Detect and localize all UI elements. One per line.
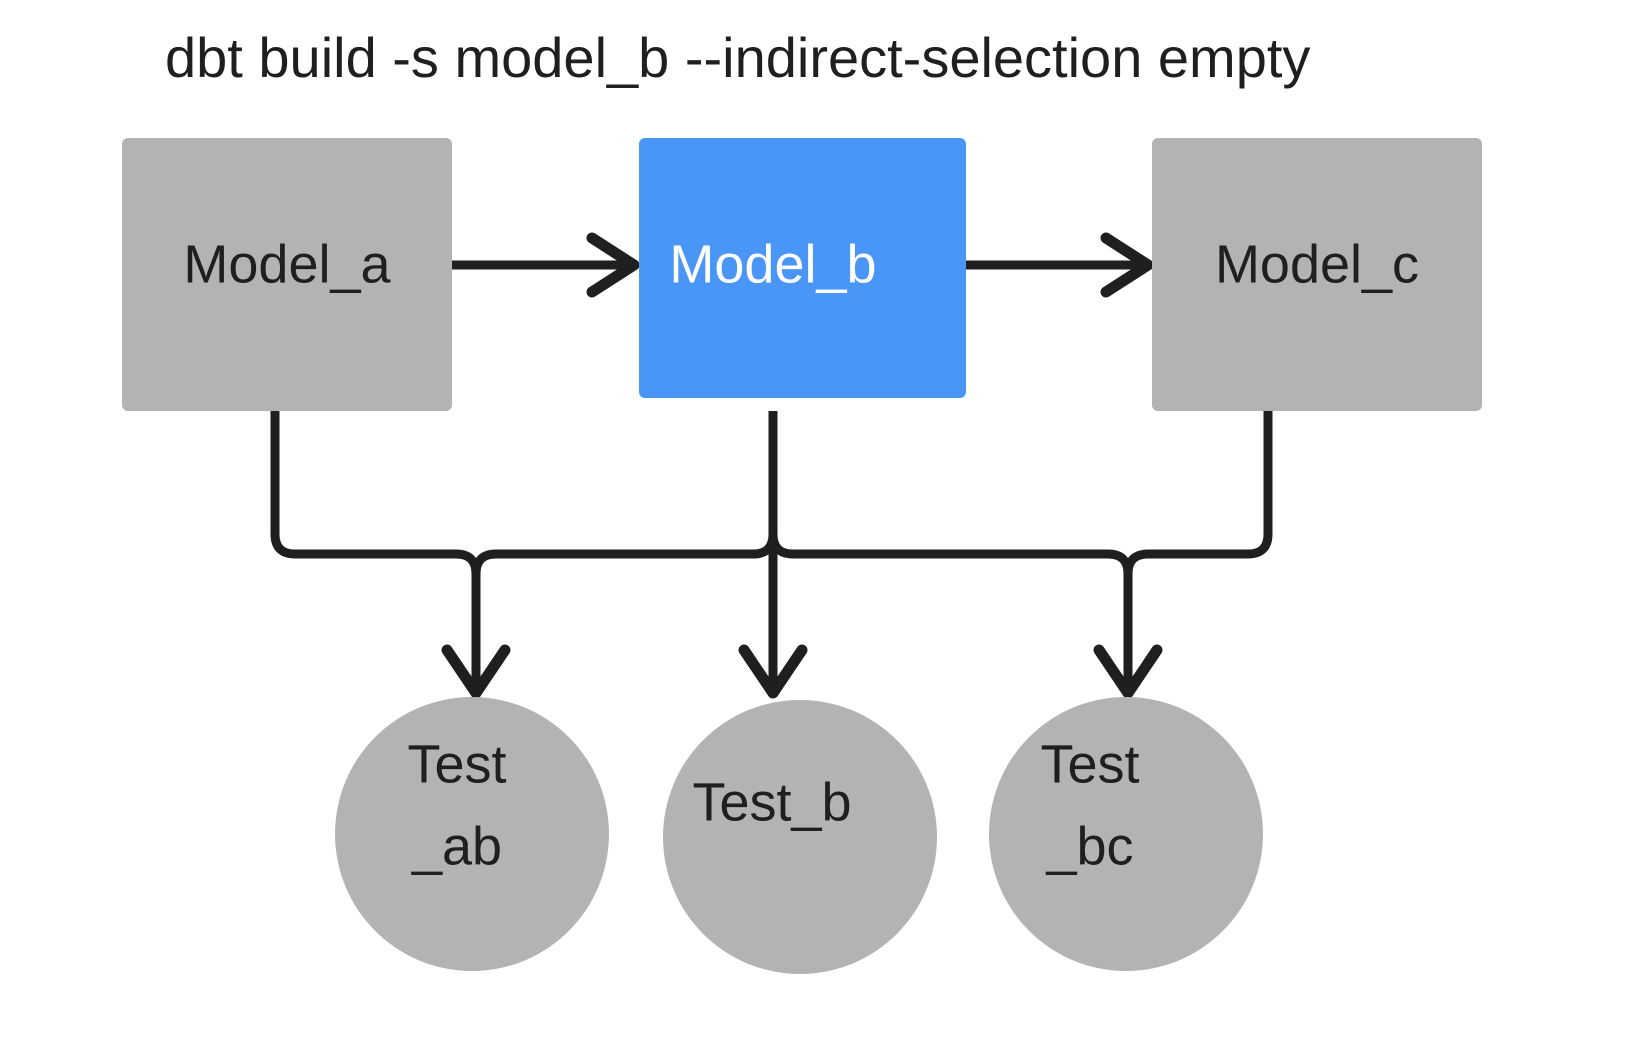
edge-model-b-to-test-ab <box>471 411 778 575</box>
node-model-b-label: Model_b <box>669 234 876 294</box>
edge-model-b-to-test-b <box>738 411 808 699</box>
node-model-c-shape[interactable] <box>1152 138 1482 411</box>
node-test-bc-label-line2: _bc <box>1045 816 1133 876</box>
edge-model-b-to-test-bc <box>768 533 1163 699</box>
node-test-ab-shape[interactable] <box>335 697 609 971</box>
node-test-ab-label-line1: Test <box>407 734 506 794</box>
node-model-c[interactable]: Model_c <box>1152 138 1482 411</box>
node-test-ab[interactable]: Test _ab <box>335 697 609 971</box>
node-test-ab-label-line2: _ab <box>411 816 502 876</box>
diagram-title: dbt build -s model_b --indirect-selectio… <box>165 26 1310 89</box>
edge-model-b-to-model-c <box>966 232 1154 298</box>
node-model-a-label: Model_a <box>183 234 391 294</box>
node-model-c-label: Model_c <box>1215 234 1419 294</box>
node-test-b[interactable]: Test_b <box>663 700 937 974</box>
edge-model-a-to-test-ab <box>270 411 511 699</box>
node-model-a-shape[interactable] <box>122 138 452 411</box>
node-test-b-shape[interactable] <box>663 700 937 974</box>
edge-model-c-to-test-bc <box>1123 411 1273 575</box>
node-test-bc-label-line1: Test <box>1040 734 1139 794</box>
node-model-a[interactable]: Model_a <box>122 138 452 411</box>
edge-model-a-to-model-b <box>452 232 640 298</box>
node-model-b-shape[interactable] <box>639 138 966 398</box>
node-model-b[interactable]: Model_b <box>639 138 966 398</box>
node-test-bc-shape[interactable] <box>989 697 1263 971</box>
node-test-bc[interactable]: Test _bc <box>989 697 1263 971</box>
node-test-b-label-line1: Test_b <box>692 772 851 832</box>
